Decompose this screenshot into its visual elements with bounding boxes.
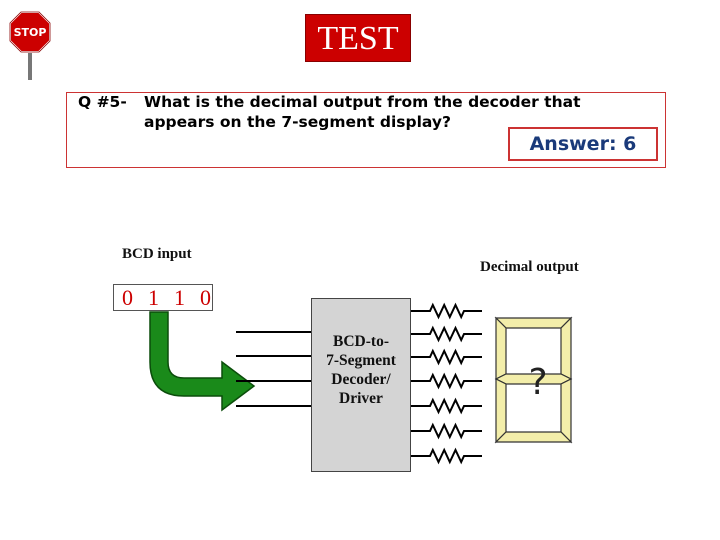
resistor-line: [411, 397, 482, 415]
answer-box: Answer: 6: [508, 127, 658, 161]
display-value: ?: [528, 362, 548, 403]
stop-sign-icon: STOP: [9, 11, 51, 80]
input-wires: [236, 331, 311, 407]
question-number: Q #5-: [78, 93, 127, 111]
decoder-box: [311, 298, 411, 472]
decoder-label: BCD-to- 7-Segment Decoder/ Driver: [326, 333, 396, 407]
bcd-bit-1: 1: [174, 285, 185, 310]
question-text-line1: What is the decimal output from the deco…: [144, 93, 581, 111]
bcd-bit-2: 1: [148, 285, 159, 310]
segment-a: [494, 317, 573, 329]
test-banner: TEST: [305, 14, 411, 62]
segment-d: [494, 431, 573, 443]
resistor-line: [411, 325, 482, 343]
resistor-line: [411, 422, 482, 440]
segment-f: [495, 316, 507, 380]
decimal-output-label: Decimal output: [480, 259, 579, 275]
segment-c: [560, 378, 572, 444]
resistor-line: [411, 372, 482, 390]
resistor-line: [411, 348, 482, 366]
output-resistors: [411, 302, 482, 465]
input-arrow-icon: [149, 311, 256, 412]
bcd-bit-3: 0: [122, 285, 133, 310]
stop-sign-text: STOP: [14, 26, 47, 39]
segment-b: [560, 316, 572, 380]
segment-e: [495, 378, 507, 444]
resistor-line: [411, 302, 482, 320]
resistor-line: [411, 447, 482, 465]
question-text-line2: appears on the 7-segment display?: [144, 113, 451, 131]
seven-segment-display: [494, 316, 573, 444]
question-box: [66, 92, 666, 168]
bcd-input-label: BCD input: [122, 246, 192, 262]
bcd-bit-0: 0: [200, 285, 211, 310]
